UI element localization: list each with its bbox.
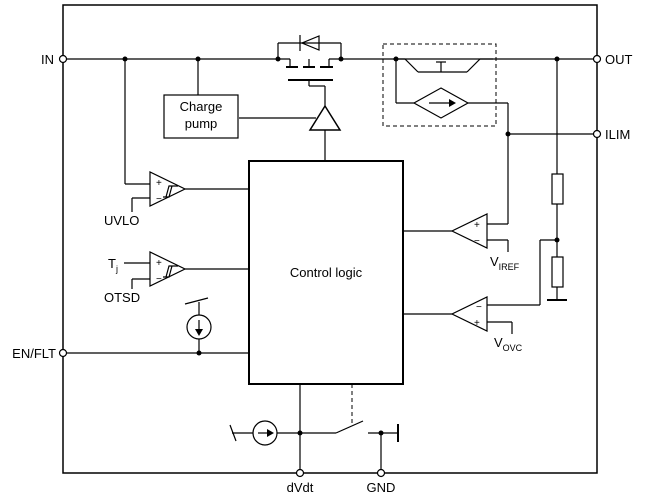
uvlo-comparator: + − — [131, 171, 249, 212]
pin-gnd — [376, 468, 386, 478]
dvdt-current-source-icon — [252, 420, 278, 446]
control-logic-block — [248, 160, 404, 385]
pin-out — [592, 54, 602, 64]
en-pulldown-source-icon — [184, 297, 212, 353]
charge-pump-label-line2: pump — [185, 116, 218, 131]
current-sense-block — [382, 43, 497, 127]
charge-pump-label-line1: Charge — [180, 99, 223, 114]
pin-en-flt-label: EN/FLT — [12, 346, 56, 361]
vovc-comparator: − + — [403, 296, 513, 334]
viref-label: VIREF — [490, 254, 520, 272]
viref-comparator: + − — [403, 213, 509, 252]
uvlo-label: UVLO — [104, 213, 139, 228]
pin-in — [58, 54, 68, 64]
pin-en-flt — [58, 348, 68, 358]
vovc-label: VOVC — [494, 335, 523, 353]
pin-ilim — [592, 129, 602, 139]
dvdt-network — [229, 384, 399, 473]
pin-in-label: IN — [41, 52, 54, 67]
gate-driver-icon — [239, 104, 342, 160]
current-source-icon — [412, 87, 597, 224]
pin-ilim-label: ILIM — [605, 127, 630, 142]
junction-dots — [122, 56, 560, 436]
svg-text:−: − — [156, 274, 162, 285]
svg-text:−: − — [156, 194, 162, 205]
pin-gnd-label: GND — [367, 480, 396, 495]
pin-out-label: OUT — [605, 52, 633, 67]
pin-dvdt — [295, 468, 305, 478]
power-path-wires — [63, 42, 597, 185]
body-diode-icon — [299, 35, 320, 51]
charge-pump-block — [163, 94, 239, 139]
otsd-label: OTSD — [104, 290, 140, 305]
pin-dvdt-label: dVdt — [287, 480, 314, 495]
svg-text:+: + — [474, 220, 480, 231]
otsd-comparator: + − — [124, 251, 249, 289]
ic-outline — [62, 4, 598, 474]
control-logic-label: Control logic — [290, 265, 363, 280]
svg-text:−: − — [474, 236, 480, 247]
svg-text:+: + — [156, 258, 162, 269]
mosfet-icon — [286, 59, 333, 106]
tj-label: Tj — [108, 256, 118, 274]
svg-text:+: + — [156, 178, 162, 189]
svg-text:+: + — [474, 318, 480, 329]
resistor-divider-icon — [487, 173, 567, 306]
svg-text:−: − — [476, 302, 482, 313]
